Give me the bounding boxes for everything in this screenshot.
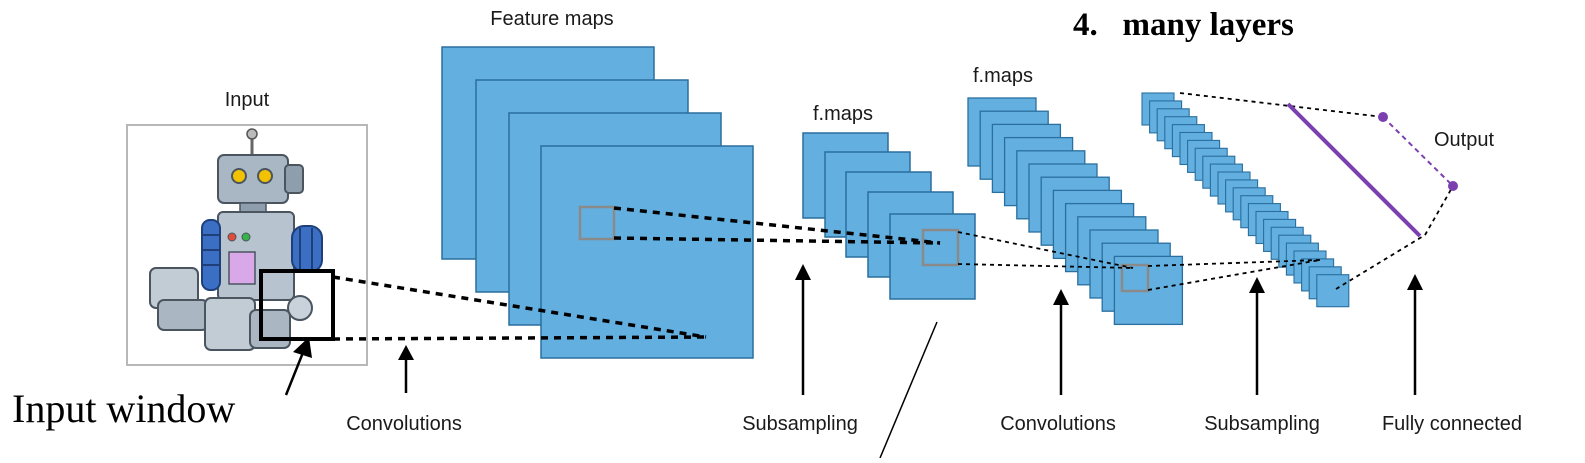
- arrow-convolutions-2-head: [1053, 289, 1069, 305]
- output-layer: [1286, 102, 1458, 238]
- fully-connected-line: [1286, 102, 1422, 238]
- arrow-subsampling-2-head: [1249, 277, 1265, 293]
- output-node-1: [1378, 112, 1388, 122]
- input-image: [126, 124, 368, 366]
- stage-arrows: [284, 264, 1423, 396]
- input-window-label: Input window: [12, 386, 235, 431]
- f-maps-label-2: f.maps: [973, 65, 1033, 87]
- output-node-2: [1448, 181, 1458, 191]
- subsampled-maps-stack: [1141, 92, 1350, 308]
- input-window-box: [259, 269, 335, 341]
- arrow-fully-connected-head: [1407, 274, 1423, 290]
- output-label: Output: [1434, 129, 1494, 151]
- convolutions-label-2: Convolutions: [1000, 413, 1116, 435]
- convolutions-label-1: Convolutions: [346, 413, 462, 435]
- arrow-subsampling-1-head: [795, 264, 811, 280]
- many-layers-title: 4. many layers: [1073, 7, 1294, 43]
- output-connection: [1382, 116, 1454, 187]
- f-map-window-1: [921, 228, 960, 267]
- feature-map-window: [578, 205, 616, 241]
- subsampling-label-1: Subsampling: [742, 413, 858, 435]
- subsampling-label-2: Subsampling: [1204, 413, 1320, 435]
- arrow-convolutions-1-head: [398, 345, 414, 360]
- input-label: Input: [225, 89, 270, 111]
- subsampled-map-24: [1316, 274, 1350, 308]
- feature-maps-stack: [441, 46, 754, 359]
- annotation-slash: [879, 321, 938, 459]
- connection-lines: [332, 92, 1454, 341]
- f-map-window-2: [1120, 263, 1150, 293]
- fully-connected-label: Fully connected: [1382, 413, 1522, 435]
- feature-maps-label: Feature maps: [490, 8, 613, 30]
- f-maps-stack-2: [967, 97, 1184, 326]
- robot-illustration: [149, 128, 323, 351]
- f-maps-stack-1: [802, 132, 976, 300]
- arrow-input-window-head: [293, 337, 312, 358]
- f-maps-label-1: f.maps: [813, 103, 873, 125]
